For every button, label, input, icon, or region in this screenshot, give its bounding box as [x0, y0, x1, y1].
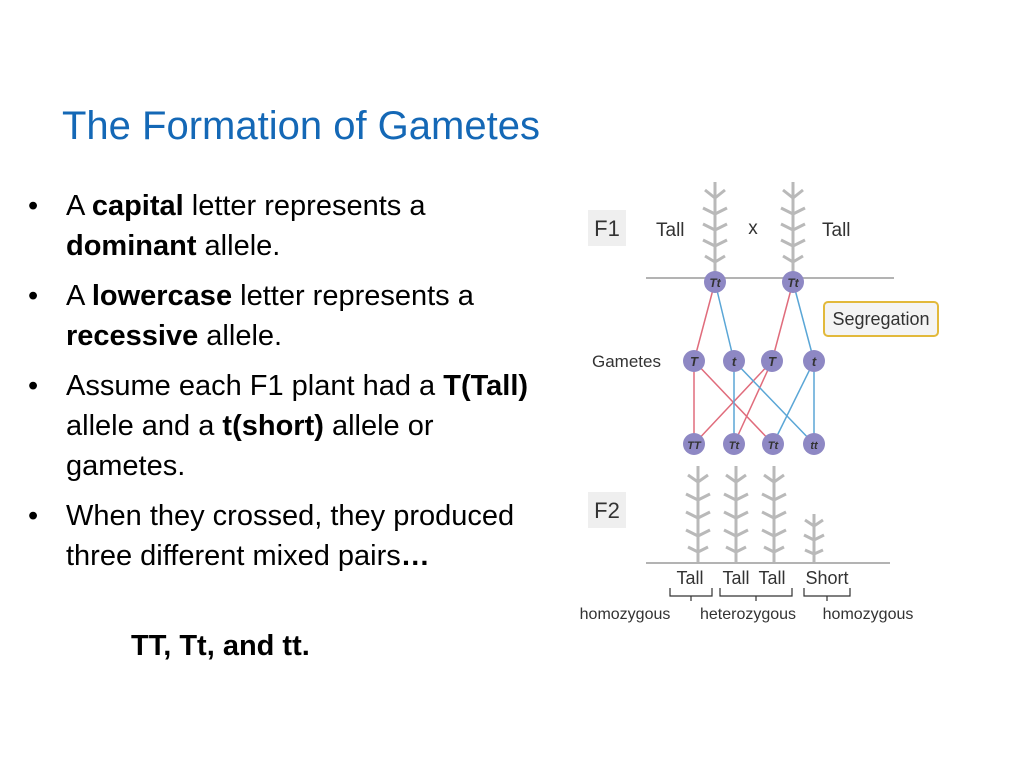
parent-genotype-circle	[704, 271, 726, 293]
zygosity-bracket	[669, 588, 713, 601]
phenotype-label: Tall	[758, 568, 785, 588]
text-run: A	[66, 280, 92, 312]
gamete-circle	[683, 350, 705, 372]
bold-text-run: dominant	[66, 230, 197, 262]
phenotype-label: Short	[805, 568, 848, 588]
zygosity-bracket	[803, 588, 851, 601]
bold-text-run: t(short)	[222, 410, 324, 442]
bold-text-run: lowercase	[91, 280, 233, 312]
zygosity-label: heterozygous	[700, 606, 796, 623]
recessive-allele-line	[714, 281, 735, 362]
genotype-pairs-text: TT, Tt, and tt.	[131, 630, 310, 662]
bullet-dot: •	[28, 500, 39, 532]
recessive-allele-line	[792, 281, 815, 362]
dominant-allele-line	[771, 281, 794, 362]
phenotype-label: Tall	[676, 568, 703, 588]
bullet-item: • A capital letter represents a dominant …	[24, 186, 544, 266]
text-run: Assume each F1 plant had a	[66, 370, 444, 402]
f2-label: F2	[594, 498, 620, 523]
slide-title: The Formation of Gametes	[62, 104, 540, 148]
bullet-text: A capital letter represents a dominant a…	[66, 190, 425, 262]
recessive-allele-line	[733, 360, 815, 445]
offspring-genotype: Tt	[768, 440, 780, 452]
offspring-genotype-circle	[803, 433, 825, 455]
zygosity-bracket	[719, 588, 793, 601]
zygosity-label: homozygous	[580, 606, 671, 623]
plant-icon	[780, 182, 806, 274]
text-run: allele and a	[66, 410, 223, 442]
plant-icon	[723, 466, 749, 562]
recessive-allele-line	[772, 360, 815, 445]
parent-genotype: Tt	[787, 276, 799, 290]
dominant-allele-line	[693, 360, 773, 445]
f1-left-phenotype: Tall	[656, 220, 685, 241]
bullet-list: • A capital letter represents a dominant …	[24, 186, 544, 586]
f1-label-box	[588, 210, 626, 246]
plant-icon	[685, 466, 711, 562]
offspring-genotype: TT	[687, 440, 702, 452]
f1-label: F1	[594, 216, 620, 241]
offspring-genotype-circle	[723, 433, 745, 455]
f1-right-phenotype: Tall	[822, 220, 851, 241]
dominant-allele-line	[733, 360, 773, 445]
text-run: allele.	[198, 320, 283, 352]
gamete-circle	[723, 350, 745, 372]
plant-icon	[761, 466, 787, 562]
zygosity-label: homozygous	[823, 606, 914, 623]
gamete-circle	[761, 350, 783, 372]
gamete-formation-diagram: F1 F2 Tall x Tall Gametes Tt Tt Segregat…	[580, 182, 939, 623]
gamete-allele: T	[768, 354, 777, 369]
gamete-allele: T	[690, 354, 699, 369]
segregation-label: Segregation	[832, 309, 929, 329]
dominant-allele-line	[693, 281, 716, 362]
text-run: allele.	[196, 230, 281, 262]
bullet-item: • A lowercase letter represents a recessi…	[24, 276, 544, 356]
bullet-dot: •	[28, 280, 39, 312]
gamete-circle	[803, 350, 825, 372]
bullet-text: When they crossed, they produced three d…	[66, 500, 514, 572]
parent-genotype-circle	[782, 271, 804, 293]
bullet-text: A lowercase letter represents a recessiv…	[66, 280, 474, 352]
gametes-label: Gametes	[592, 352, 661, 371]
text-run: A	[66, 190, 92, 222]
text-run: allele or gametes.	[66, 410, 434, 482]
phenotype-label: Tall	[722, 568, 749, 588]
bold-text-run: …	[400, 540, 430, 572]
text-run: letter represents a	[232, 280, 474, 312]
text-run: When they crossed, they produced three d…	[66, 500, 515, 572]
offspring-genotype: tt	[810, 440, 819, 452]
bullet-dot: •	[28, 190, 39, 222]
bold-text-run: T(Tall)	[443, 370, 529, 402]
plant-icon	[803, 514, 825, 562]
f2-label-box	[588, 492, 626, 528]
gamete-allele: t	[732, 354, 737, 369]
bold-text-run: recessive	[66, 320, 199, 352]
bullet-dot: •	[28, 370, 39, 402]
text-run: letter represents a	[183, 190, 426, 222]
plant-icon	[702, 182, 728, 274]
segregation-callout	[823, 301, 939, 337]
offspring-genotype-circle	[762, 433, 784, 455]
bold-text-run: capital	[91, 190, 184, 222]
parent-genotype: Tt	[709, 276, 721, 290]
offspring-genotype-circle	[683, 433, 705, 455]
bullet-item: • When they crossed, they produced three …	[24, 496, 544, 576]
gamete-allele: t	[812, 354, 817, 369]
cross-symbol: x	[748, 218, 758, 239]
offspring-genotype: Tt	[729, 440, 741, 452]
bullet-item: • Assume each F1 plant had a T(Tall) alle…	[24, 366, 544, 486]
bullet-text: Assume each F1 plant had a T(Tall) allel…	[66, 370, 528, 482]
